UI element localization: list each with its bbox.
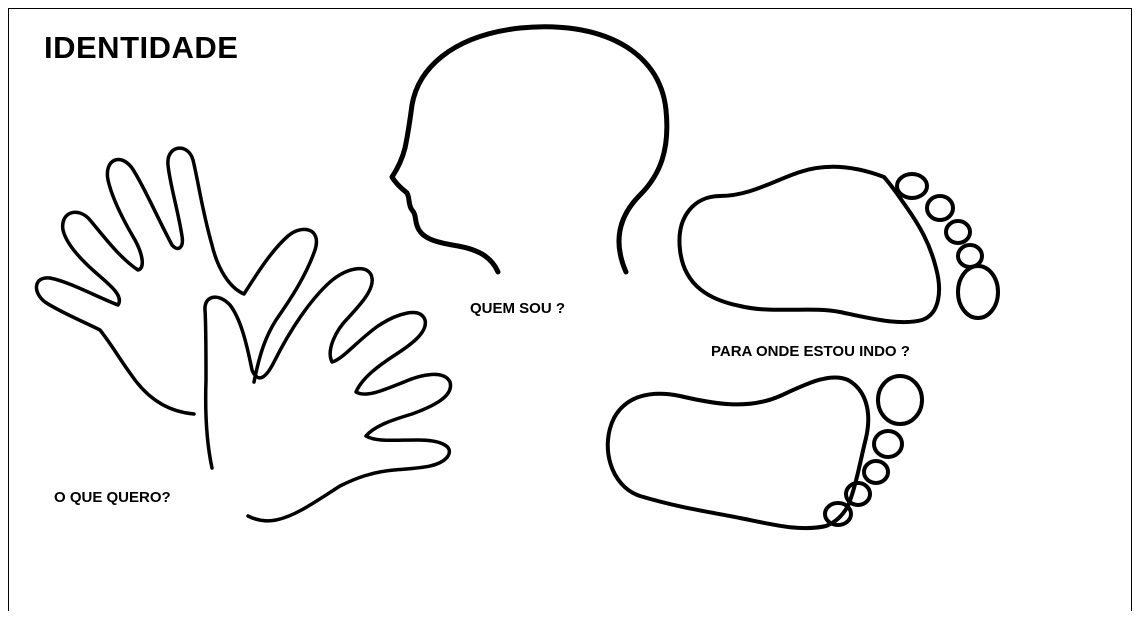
head-profile-icon [392, 27, 667, 272]
where-am-i-going-label: PARA ONDE ESTOU INDO ? [711, 343, 910, 360]
who-am-i-label: QUEM SOU ? [470, 300, 565, 317]
what-i-want-label: O QUE QUERO? [54, 489, 171, 506]
hands-icon [36, 148, 450, 521]
